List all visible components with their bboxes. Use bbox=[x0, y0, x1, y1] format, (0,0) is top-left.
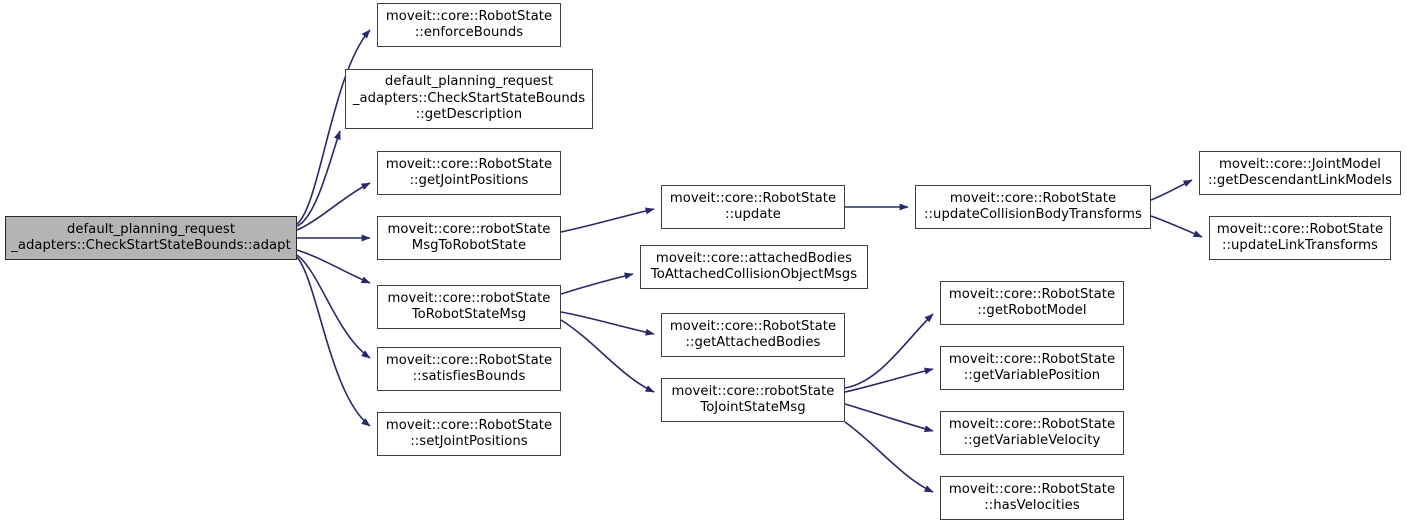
graph-node-update[interactable]: moveit::core::RobotState ::update bbox=[661, 185, 845, 229]
graph-node-hasVelocities[interactable]: moveit::core::RobotState ::hasVelocities bbox=[940, 476, 1124, 520]
graph-edge-adapt-to-getJointPositions bbox=[296, 182, 371, 231]
graph-edge-toRobotStateMsg-to-toJointStateMsg bbox=[560, 319, 655, 393]
graph-edge-updateCollisionBodyTransforms-to-getDescendantLinkModels bbox=[1150, 179, 1193, 201]
graph-node-toJointStateMsg[interactable]: moveit::core::robotState ToJointStateMsg bbox=[661, 378, 845, 422]
graph-node-enforceBounds[interactable]: moveit::core::RobotState ::enforceBounds bbox=[377, 3, 561, 47]
graph-node-updateLinkTransforms[interactable]: moveit::core::RobotState ::updateLinkTra… bbox=[1209, 216, 1391, 260]
graph-edge-adapt-to-satisfiesBounds bbox=[296, 254, 371, 359]
graph-edge-adapt-to-setJointPositions bbox=[296, 256, 371, 427]
graph-edge-adapt-to-toRobotStateMsg bbox=[296, 249, 371, 284]
graph-edge-toJointStateMsg-to-getRobotModel bbox=[844, 313, 934, 389]
graph-edge-msgToRobotState-to-update bbox=[560, 207, 655, 233]
graph-node-toRobotStateMsg[interactable]: moveit::core::robotState ToRobotStateMsg bbox=[377, 285, 561, 329]
graph-node-attachedBodiesToMsgs[interactable]: moveit::core::attachedBodies ToAttachedC… bbox=[640, 245, 868, 289]
graph-node-setJointPositions[interactable]: moveit::core::RobotState ::setJointPosit… bbox=[377, 412, 561, 456]
graph-edge-toRobotStateMsg-to-attachedBodiesToMsgs bbox=[560, 272, 634, 295]
graph-edge-toJointStateMsg-to-getVariableVelocity bbox=[844, 403, 934, 433]
graph-node-satisfiesBounds[interactable]: moveit::core::RobotState ::satisfiesBoun… bbox=[377, 347, 561, 391]
graph-node-getAttachedBodies[interactable]: moveit::core::RobotState ::getAttachedBo… bbox=[661, 313, 845, 357]
graph-edge-toJointStateMsg-to-hasVelocities bbox=[844, 421, 934, 493]
graph-edge-adapt-to-getDescription bbox=[296, 130, 341, 227]
graph-node-getVariablePosition[interactable]: moveit::core::RobotState ::getVariablePo… bbox=[940, 346, 1124, 390]
graph-node-getDescendantLinkModels[interactable]: moveit::core::JointModel ::getDescendant… bbox=[1199, 151, 1401, 195]
graph-node-updateCollisionBodyTransforms[interactable]: moveit::core::RobotState ::updateCollisi… bbox=[915, 185, 1151, 229]
graph-edge-updateCollisionBodyTransforms-to-updateLinkTransforms bbox=[1150, 215, 1203, 238]
graph-node-adapt[interactable]: default_planning_request _adapters::Chec… bbox=[5, 216, 297, 260]
graph-edge-toJointStateMsg-to-getVariablePosition bbox=[844, 367, 934, 393]
graph-node-getJointPositions[interactable]: moveit::core::RobotState ::getJointPosit… bbox=[377, 151, 561, 195]
graph-node-msgToRobotState[interactable]: moveit::core::robotState MsgToRobotState bbox=[377, 216, 561, 260]
graph-edge-toRobotStateMsg-to-getAttachedBodies bbox=[560, 311, 655, 336]
graph-node-getDescription[interactable]: default_planning_request _adapters::Chec… bbox=[345, 69, 593, 129]
graph-node-getVariableVelocity[interactable]: moveit::core::RobotState ::getVariableVe… bbox=[940, 411, 1124, 455]
graph-node-getRobotModel[interactable]: moveit::core::RobotState ::getRobotModel bbox=[940, 281, 1124, 325]
